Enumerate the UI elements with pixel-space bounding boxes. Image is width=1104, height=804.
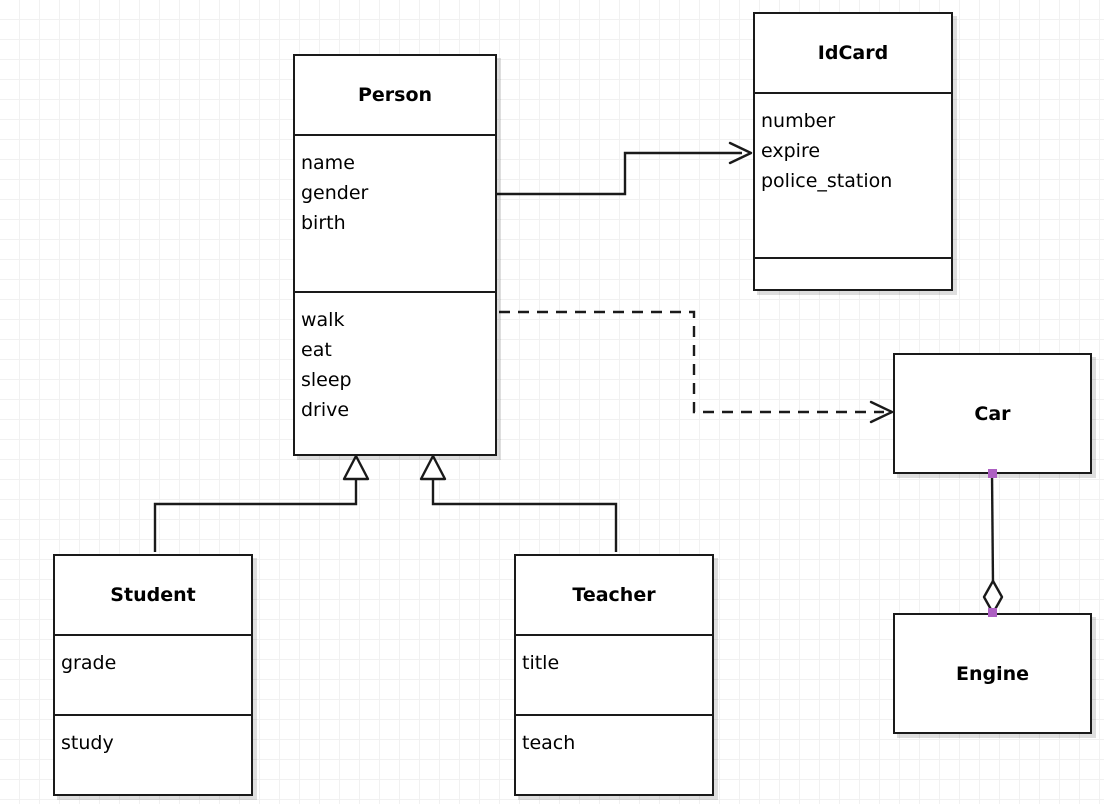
attribute-item: expire [761, 140, 821, 163]
attribute-item: name [301, 152, 355, 174]
class-name-engine: Engine [955, 662, 1030, 685]
operation-item: study [61, 732, 114, 754]
dependency-person-car[interactable] [499, 310, 894, 424]
operation-item: drive [301, 399, 350, 422]
attributes-compartment-student: grade [55, 634, 251, 714]
attribute-item: police_station [761, 170, 893, 193]
operation-item: sleep [301, 369, 352, 392]
operation-item: walk [301, 309, 345, 331]
attributes-compartment-person: name gender birth [295, 134, 495, 291]
operation-item: eat [301, 339, 332, 362]
attribute-item: number [761, 110, 836, 132]
uml-class-engine[interactable]: Engine [893, 613, 1092, 734]
generalization-student-person[interactable] [153, 454, 370, 552]
uml-class-student[interactable]: Student grade study [53, 554, 253, 796]
uml-class-person[interactable]: Person name gender birth walk eat sleep … [293, 54, 497, 456]
operations-compartment-student: study [55, 714, 251, 794]
association-person-idcard[interactable] [497, 141, 753, 196]
uml-class-teacher[interactable]: Teacher title teach [514, 554, 714, 796]
class-name-teacher: Teacher [572, 584, 656, 606]
class-name-student: Student [110, 584, 196, 606]
operations-compartment-person: walk eat sleep drive [295, 291, 495, 454]
attribute-item: grade [61, 652, 117, 674]
attribute-item: birth [301, 212, 346, 235]
class-name-idcard: IdCard [817, 42, 889, 64]
attribute-item: title [522, 652, 560, 674]
aggregation-car-engine[interactable] [982, 472, 1004, 615]
operation-item: teach [522, 732, 576, 754]
uml-class-car[interactable]: Car [893, 353, 1092, 474]
edge-selection-handle-car-end[interactable] [988, 469, 997, 478]
class-name-person: Person [357, 84, 433, 106]
operations-compartment-teacher: teach [516, 714, 712, 794]
generalization-teacher-person[interactable] [419, 454, 618, 552]
operations-compartment-idcard [755, 257, 951, 289]
attribute-item: gender [301, 182, 369, 205]
class-name-car: Car [974, 402, 1011, 425]
uml-class-idcard[interactable]: IdCard number expire police_station [753, 12, 953, 291]
attributes-compartment-idcard: number expire police_station [755, 92, 951, 257]
attributes-compartment-teacher: title [516, 634, 712, 714]
edge-selection-handle-engine-end[interactable] [988, 608, 997, 617]
